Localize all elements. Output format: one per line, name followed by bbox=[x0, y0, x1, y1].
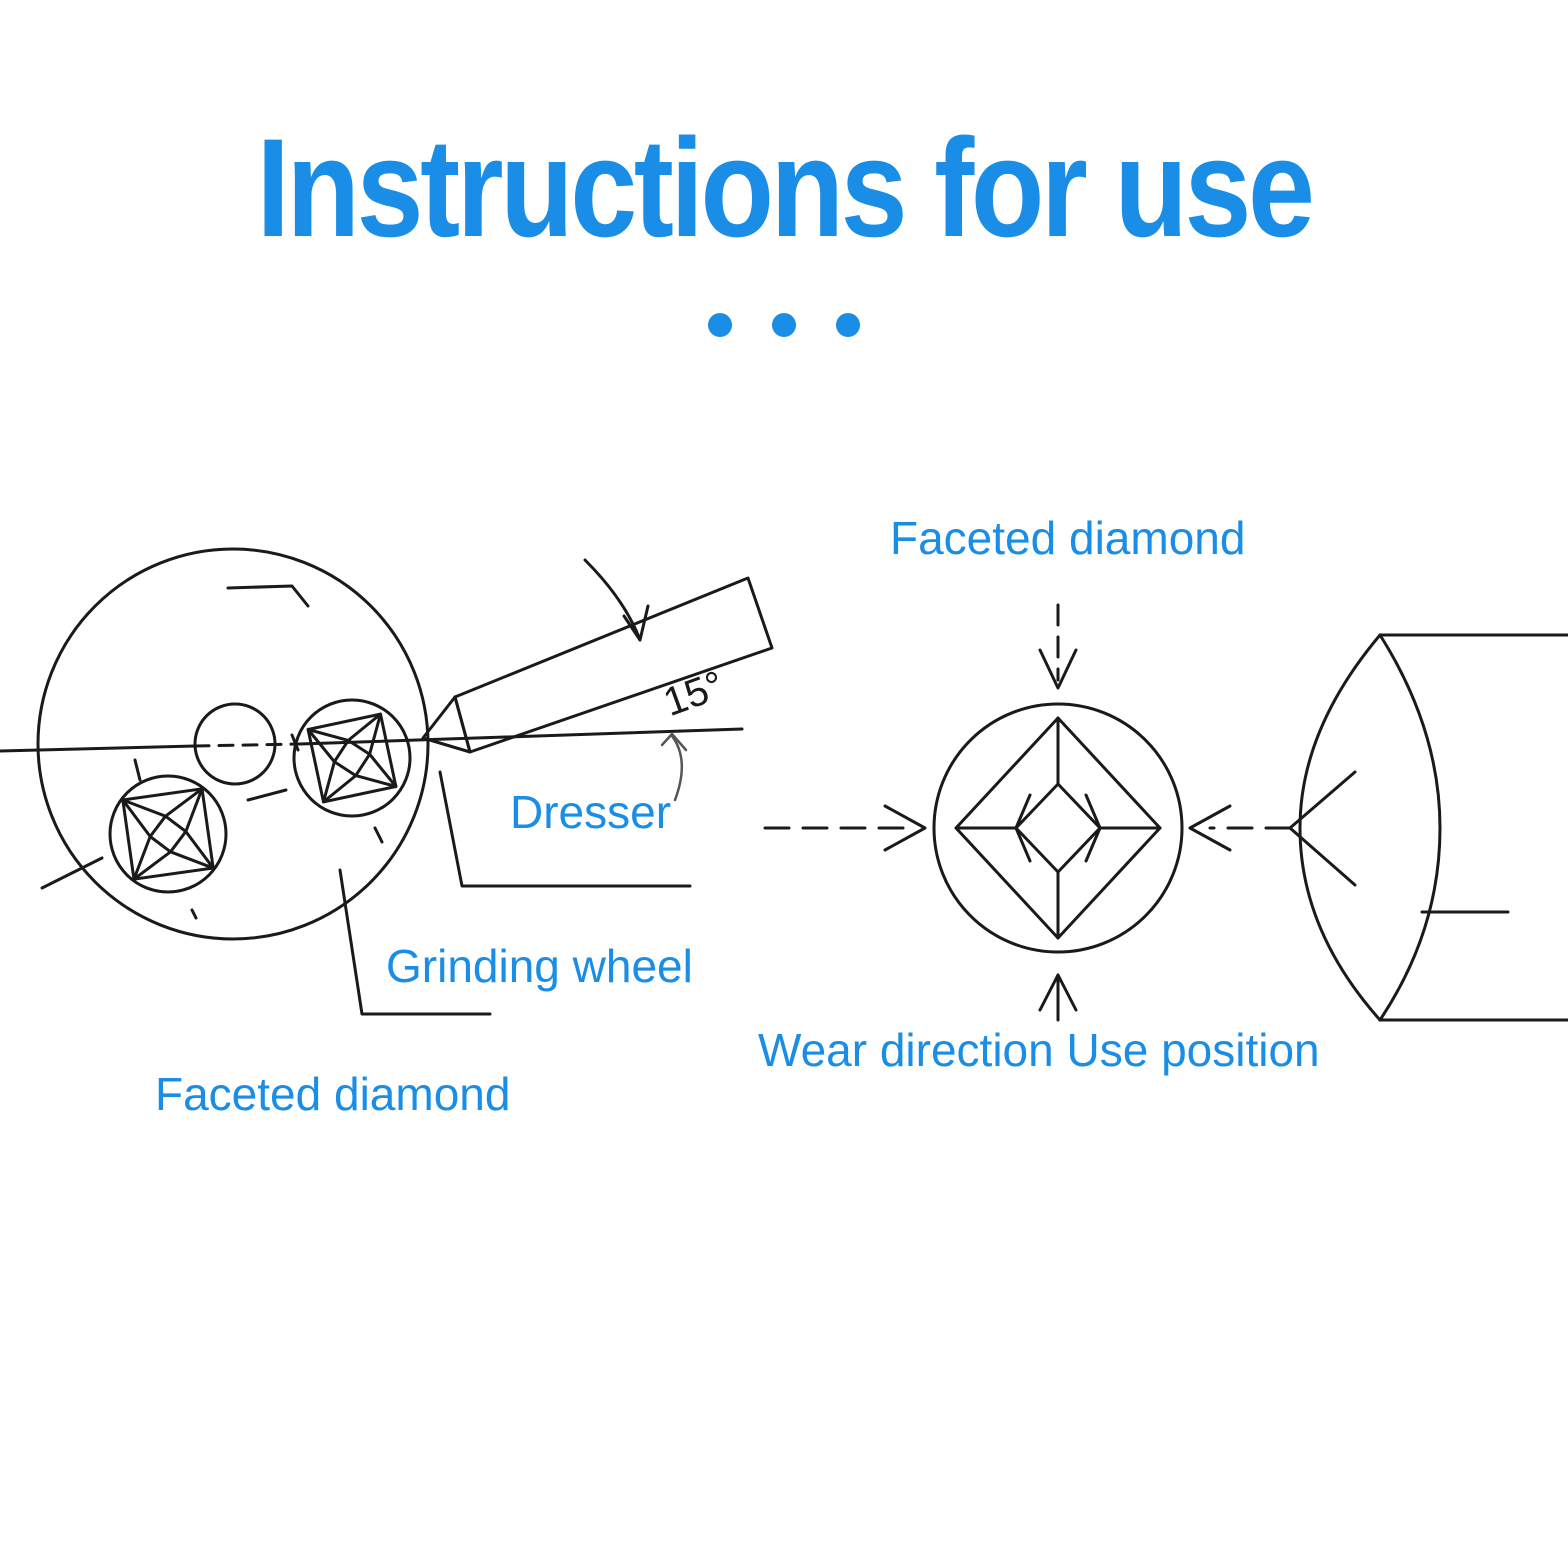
wheel-axis-dash bbox=[193, 742, 302, 748]
diamond-front-circle bbox=[932, 702, 1184, 954]
dresser-rotation-arrow bbox=[583, 558, 642, 642]
rotation-arrow bbox=[226, 584, 310, 608]
faceted-diamond-left-label: Faceted diamond bbox=[155, 1068, 511, 1120]
wear-direction-label: Wear direction Use position bbox=[758, 1024, 1320, 1076]
faceted-diamond-top-label: Faceted diamond bbox=[890, 512, 1246, 564]
faceted-diamond-front-icon bbox=[954, 716, 1162, 940]
dot-2 bbox=[772, 313, 796, 337]
right-arrow-head bbox=[1188, 804, 1232, 852]
dot-1 bbox=[708, 313, 732, 337]
dresser-label: Dresser bbox=[510, 786, 672, 838]
diamond-contact-icon bbox=[292, 698, 412, 818]
grinding-wheel-leader-line bbox=[338, 868, 492, 1016]
left-arrow-head bbox=[883, 804, 927, 852]
page-title: Instructions for use bbox=[256, 109, 1315, 266]
grinding-wheel-circle bbox=[36, 547, 430, 941]
diamond-worn-icon bbox=[108, 774, 228, 894]
top-arrow-head bbox=[1038, 648, 1078, 690]
angle-arc bbox=[670, 734, 684, 802]
angle-label: 15° bbox=[658, 663, 730, 725]
bottom-arrow-head bbox=[1038, 973, 1078, 1012]
wheel-axis-line-left bbox=[0, 744, 197, 753]
dot-3 bbox=[836, 313, 860, 337]
dresser-tool bbox=[421, 576, 774, 754]
holder-cylinder bbox=[1288, 633, 1568, 1022]
wheel-hub bbox=[193, 702, 277, 786]
dresser-leader-line bbox=[438, 770, 692, 888]
grinding-wheel-label: Grinding wheel bbox=[386, 940, 693, 992]
